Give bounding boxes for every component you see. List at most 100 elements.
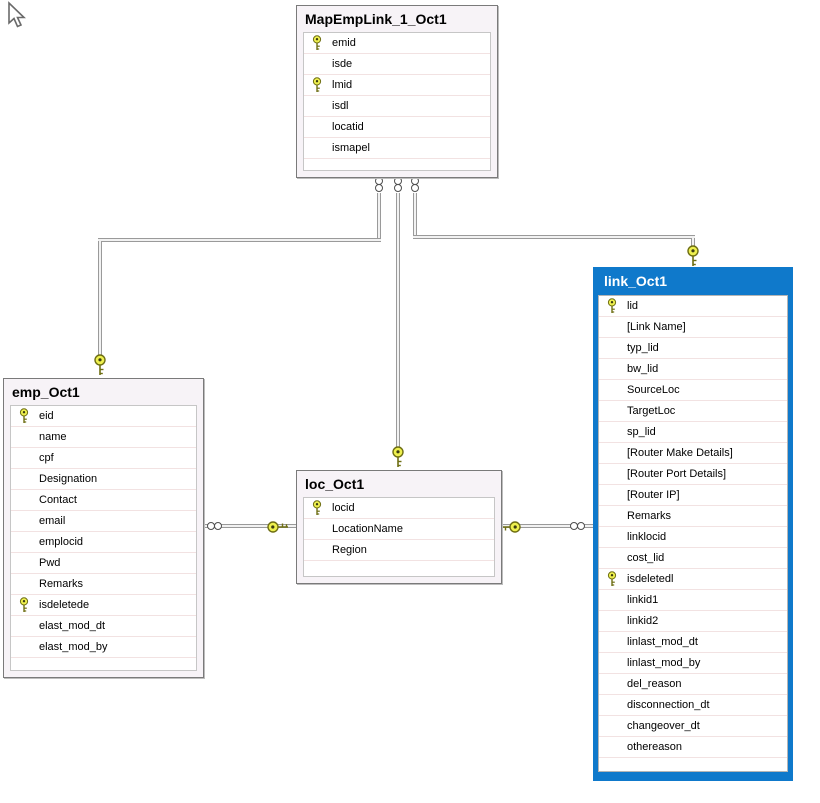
primary-key-icon xyxy=(599,569,625,589)
table-row[interactable]: lid xyxy=(599,296,787,317)
column-name: Region xyxy=(332,544,367,556)
table-row[interactable]: cpf xyxy=(11,448,196,469)
relationship-line-segment[interactable] xyxy=(396,193,400,447)
table-link_Oct1[interactable]: link_Oct1 lid [Link Name] xyxy=(593,267,793,781)
column-name: cost_lid xyxy=(627,552,665,564)
primary-key-icon xyxy=(11,406,37,426)
table-row[interactable]: locid xyxy=(304,498,494,519)
table-row[interactable]: [Link Name] xyxy=(599,317,787,338)
table-row[interactable]: email xyxy=(11,511,196,532)
column-name: disconnection_dt xyxy=(627,699,710,711)
column-name: locatid xyxy=(332,121,364,133)
table-loc_Oct1[interactable]: loc_Oct1 locid LocationName xyxy=(296,470,502,584)
one-cardinality-key-icon xyxy=(499,520,521,534)
table-row[interactable]: Contact xyxy=(11,490,196,511)
table-row[interactable]: linlast_mod_dt xyxy=(599,632,787,653)
table-row[interactable]: changeover_dt xyxy=(599,716,787,737)
table-row[interactable]: ismapel xyxy=(304,138,490,159)
column-name: linlast_mod_dt xyxy=(627,636,698,648)
table-row[interactable]: locatid xyxy=(304,117,490,138)
column-name: SourceLoc xyxy=(627,384,680,396)
table-row[interactable]: lmid xyxy=(304,75,490,96)
table-row[interactable]: sp_lid xyxy=(599,422,787,443)
column-name: isde xyxy=(332,58,353,70)
table-title[interactable]: link_Oct1 xyxy=(604,273,668,289)
column-name: name xyxy=(39,431,67,443)
relationship-line-segment[interactable] xyxy=(413,235,695,239)
column-name: eid xyxy=(39,410,54,422)
table-row[interactable]: Region xyxy=(304,540,494,561)
primary-key-icon xyxy=(304,33,330,53)
column-name: changeover_dt xyxy=(627,720,700,732)
table-title[interactable]: emp_Oct1 xyxy=(12,384,80,400)
table-row[interactable]: eid xyxy=(11,406,196,427)
table-row[interactable]: elast_mod_by xyxy=(11,637,196,658)
relationship-line-segment[interactable] xyxy=(377,193,381,241)
many-cardinality-icon xyxy=(411,177,419,192)
column-name: locid xyxy=(332,502,355,514)
table-row[interactable]: LocationName xyxy=(304,519,494,540)
column-name: emplocid xyxy=(39,536,84,548)
table-row[interactable]: emplocid xyxy=(11,532,196,553)
column-name: linkid1 xyxy=(627,594,659,606)
table-row[interactable]: Remarks xyxy=(11,574,196,595)
table-row[interactable]: del_reason xyxy=(599,674,787,695)
table-row[interactable]: isde xyxy=(304,54,490,75)
table-row[interactable]: disconnection_dt xyxy=(599,695,787,716)
table-emp_Oct1[interactable]: emp_Oct1 eid name xyxy=(3,378,204,678)
many-cardinality-icon xyxy=(207,522,222,530)
one-cardinality-key-icon xyxy=(267,520,289,534)
table-row[interactable]: isdeletede xyxy=(11,595,196,616)
many-cardinality-icon xyxy=(375,177,383,192)
table-row[interactable]: emid xyxy=(304,33,490,54)
table-row[interactable]: [Router Port Details] xyxy=(599,464,787,485)
table-row[interactable]: Pwd xyxy=(11,553,196,574)
table-row[interactable]: isdl xyxy=(304,96,490,117)
one-cardinality-key-icon xyxy=(93,354,107,376)
column-list: eid name cpf xyxy=(10,405,197,671)
table-row[interactable]: linklocid xyxy=(599,527,787,548)
column-name: TargetLoc xyxy=(627,405,676,417)
column-name: othereason xyxy=(627,741,683,753)
table-row[interactable]: isdeletedl xyxy=(599,569,787,590)
table-title[interactable]: MapEmpLink_1_Oct1 xyxy=(305,11,447,27)
column-name: elast_mod_dt xyxy=(39,620,106,632)
table-row[interactable]: linlast_mod_by xyxy=(599,653,787,674)
column-name: elast_mod_by xyxy=(39,641,108,653)
column-name: Remarks xyxy=(39,578,84,590)
column-name: typ_lid xyxy=(627,342,659,354)
table-row[interactable]: linkid1 xyxy=(599,590,787,611)
table-title[interactable]: loc_Oct1 xyxy=(305,476,365,492)
table-row[interactable]: name xyxy=(11,427,196,448)
table-row[interactable]: [Router IP] xyxy=(599,485,787,506)
table-row[interactable]: TargetLoc xyxy=(599,401,787,422)
column-name: isdeletede xyxy=(39,599,90,611)
relationship-line-segment[interactable] xyxy=(502,524,593,528)
table-row[interactable]: typ_lid xyxy=(599,338,787,359)
column-name: Remarks xyxy=(627,510,672,522)
relationship-line-segment[interactable] xyxy=(98,241,102,356)
table-row[interactable]: linkid2 xyxy=(599,611,787,632)
relationship-line-segment[interactable] xyxy=(204,524,296,528)
column-name: [Router Port Details] xyxy=(627,468,727,480)
column-name: isdeletedl xyxy=(627,573,674,585)
table-row[interactable]: Remarks xyxy=(599,506,787,527)
table-row[interactable]: SourceLoc xyxy=(599,380,787,401)
table-row[interactable]: elast_mod_dt xyxy=(11,616,196,637)
table-row[interactable]: Designation xyxy=(11,469,196,490)
column-name: bw_lid xyxy=(627,363,659,375)
table-row[interactable]: cost_lid xyxy=(599,548,787,569)
column-name: LocationName xyxy=(332,523,403,535)
column-name: [Link Name] xyxy=(627,321,686,333)
relationship-line-segment[interactable] xyxy=(98,238,381,242)
table-MapEmpLink_1_Oct1[interactable]: MapEmpLink_1_Oct1 emid isde xyxy=(296,5,498,178)
relationship-line-segment[interactable] xyxy=(413,193,417,238)
column-name: Contact xyxy=(39,494,77,506)
table-row[interactable]: bw_lid xyxy=(599,359,787,380)
table-row[interactable]: othereason xyxy=(599,737,787,758)
table-row[interactable]: [Router Make Details] xyxy=(599,443,787,464)
column-name: linklocid xyxy=(627,531,667,543)
column-name: linkid2 xyxy=(627,615,659,627)
relationship-line-segment[interactable] xyxy=(691,238,695,248)
